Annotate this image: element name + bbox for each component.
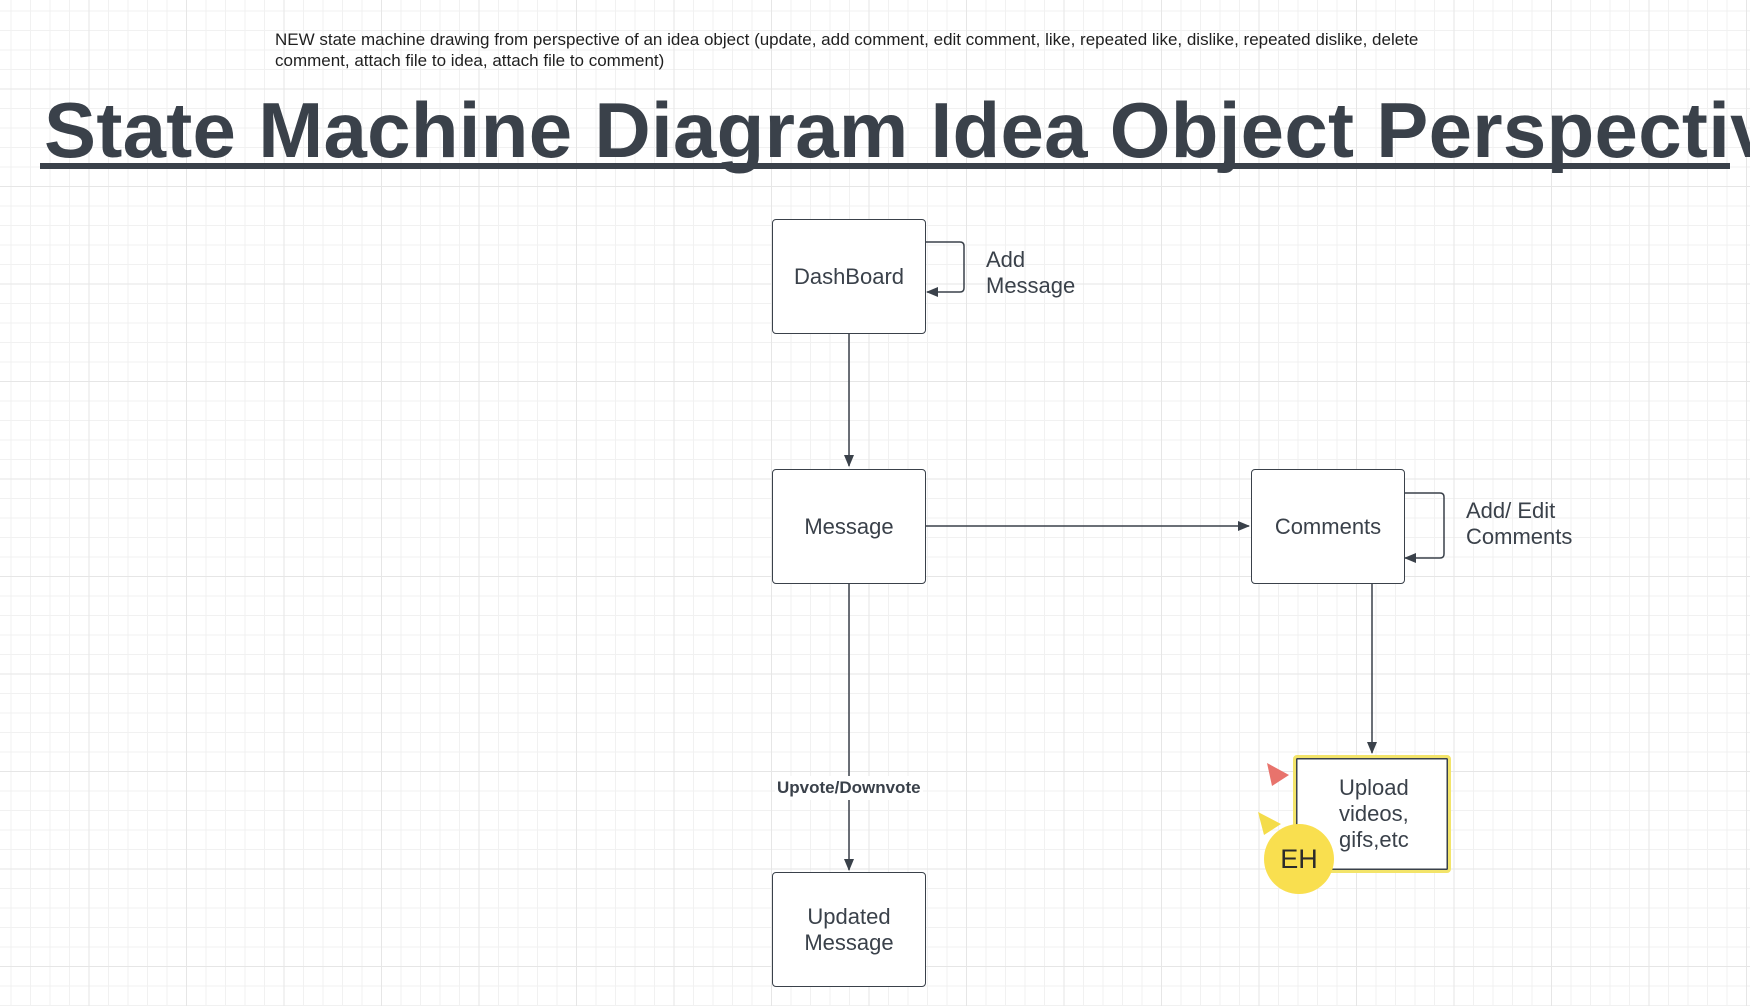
state-upload-line-2: videos, [1339,801,1409,826]
state-message-label: Message [804,513,894,539]
page-title: State Machine Diagram Idea Object Perspe… [44,86,1750,174]
state-dashboard[interactable]: DashBoard [772,219,926,334]
state-updated-message-label: Updated Message [796,904,901,956]
collaborator-avatar[interactable]: EH [1264,824,1334,894]
description-note: NEW state machine drawing from perspecti… [275,29,1455,71]
self-loop-comments-line-1: Add/ Edit [1466,498,1556,523]
self-loop-comments-line-2: Comments [1466,524,1573,549]
transition-upvote-downvote-label: Upvote/Downvote [775,776,923,800]
self-loop-dashboard-line-1: Add [986,247,1026,272]
state-upload-line-1: Upload [1339,775,1409,800]
self-loop-dashboard-label: Add Message [986,247,1075,299]
state-upload-line-3: gifs,etc [1339,827,1409,852]
state-updated-message-line-1: Updated [807,903,891,929]
self-loop-comments-label: Add/ Edit Comments [1466,498,1572,550]
title-underline [40,163,1730,169]
description-line-1: NEW state machine drawing from perspecti… [275,30,1419,49]
state-comments-label: Comments [1274,513,1382,539]
collaborator-cursor-yellow-icon [1258,812,1281,835]
description-line-2: comment, attach file to idea, attach fil… [275,51,665,70]
self-loop-comments[interactable] [1404,492,1445,563]
state-updated-message-line-2: Message [804,929,894,955]
self-loop-dashboard[interactable] [926,241,965,297]
state-upload-label: Upload videos, gifs,etc [1296,775,1417,853]
state-message[interactable]: Message [772,469,926,584]
state-updated-message[interactable]: Updated Message [772,872,926,987]
collaborator-cursor-red-icon [1267,763,1289,786]
state-dashboard-label: DashBoard [793,263,905,289]
self-loop-dashboard-line-2: Message [986,273,1076,298]
state-comments[interactable]: Comments [1251,469,1405,584]
